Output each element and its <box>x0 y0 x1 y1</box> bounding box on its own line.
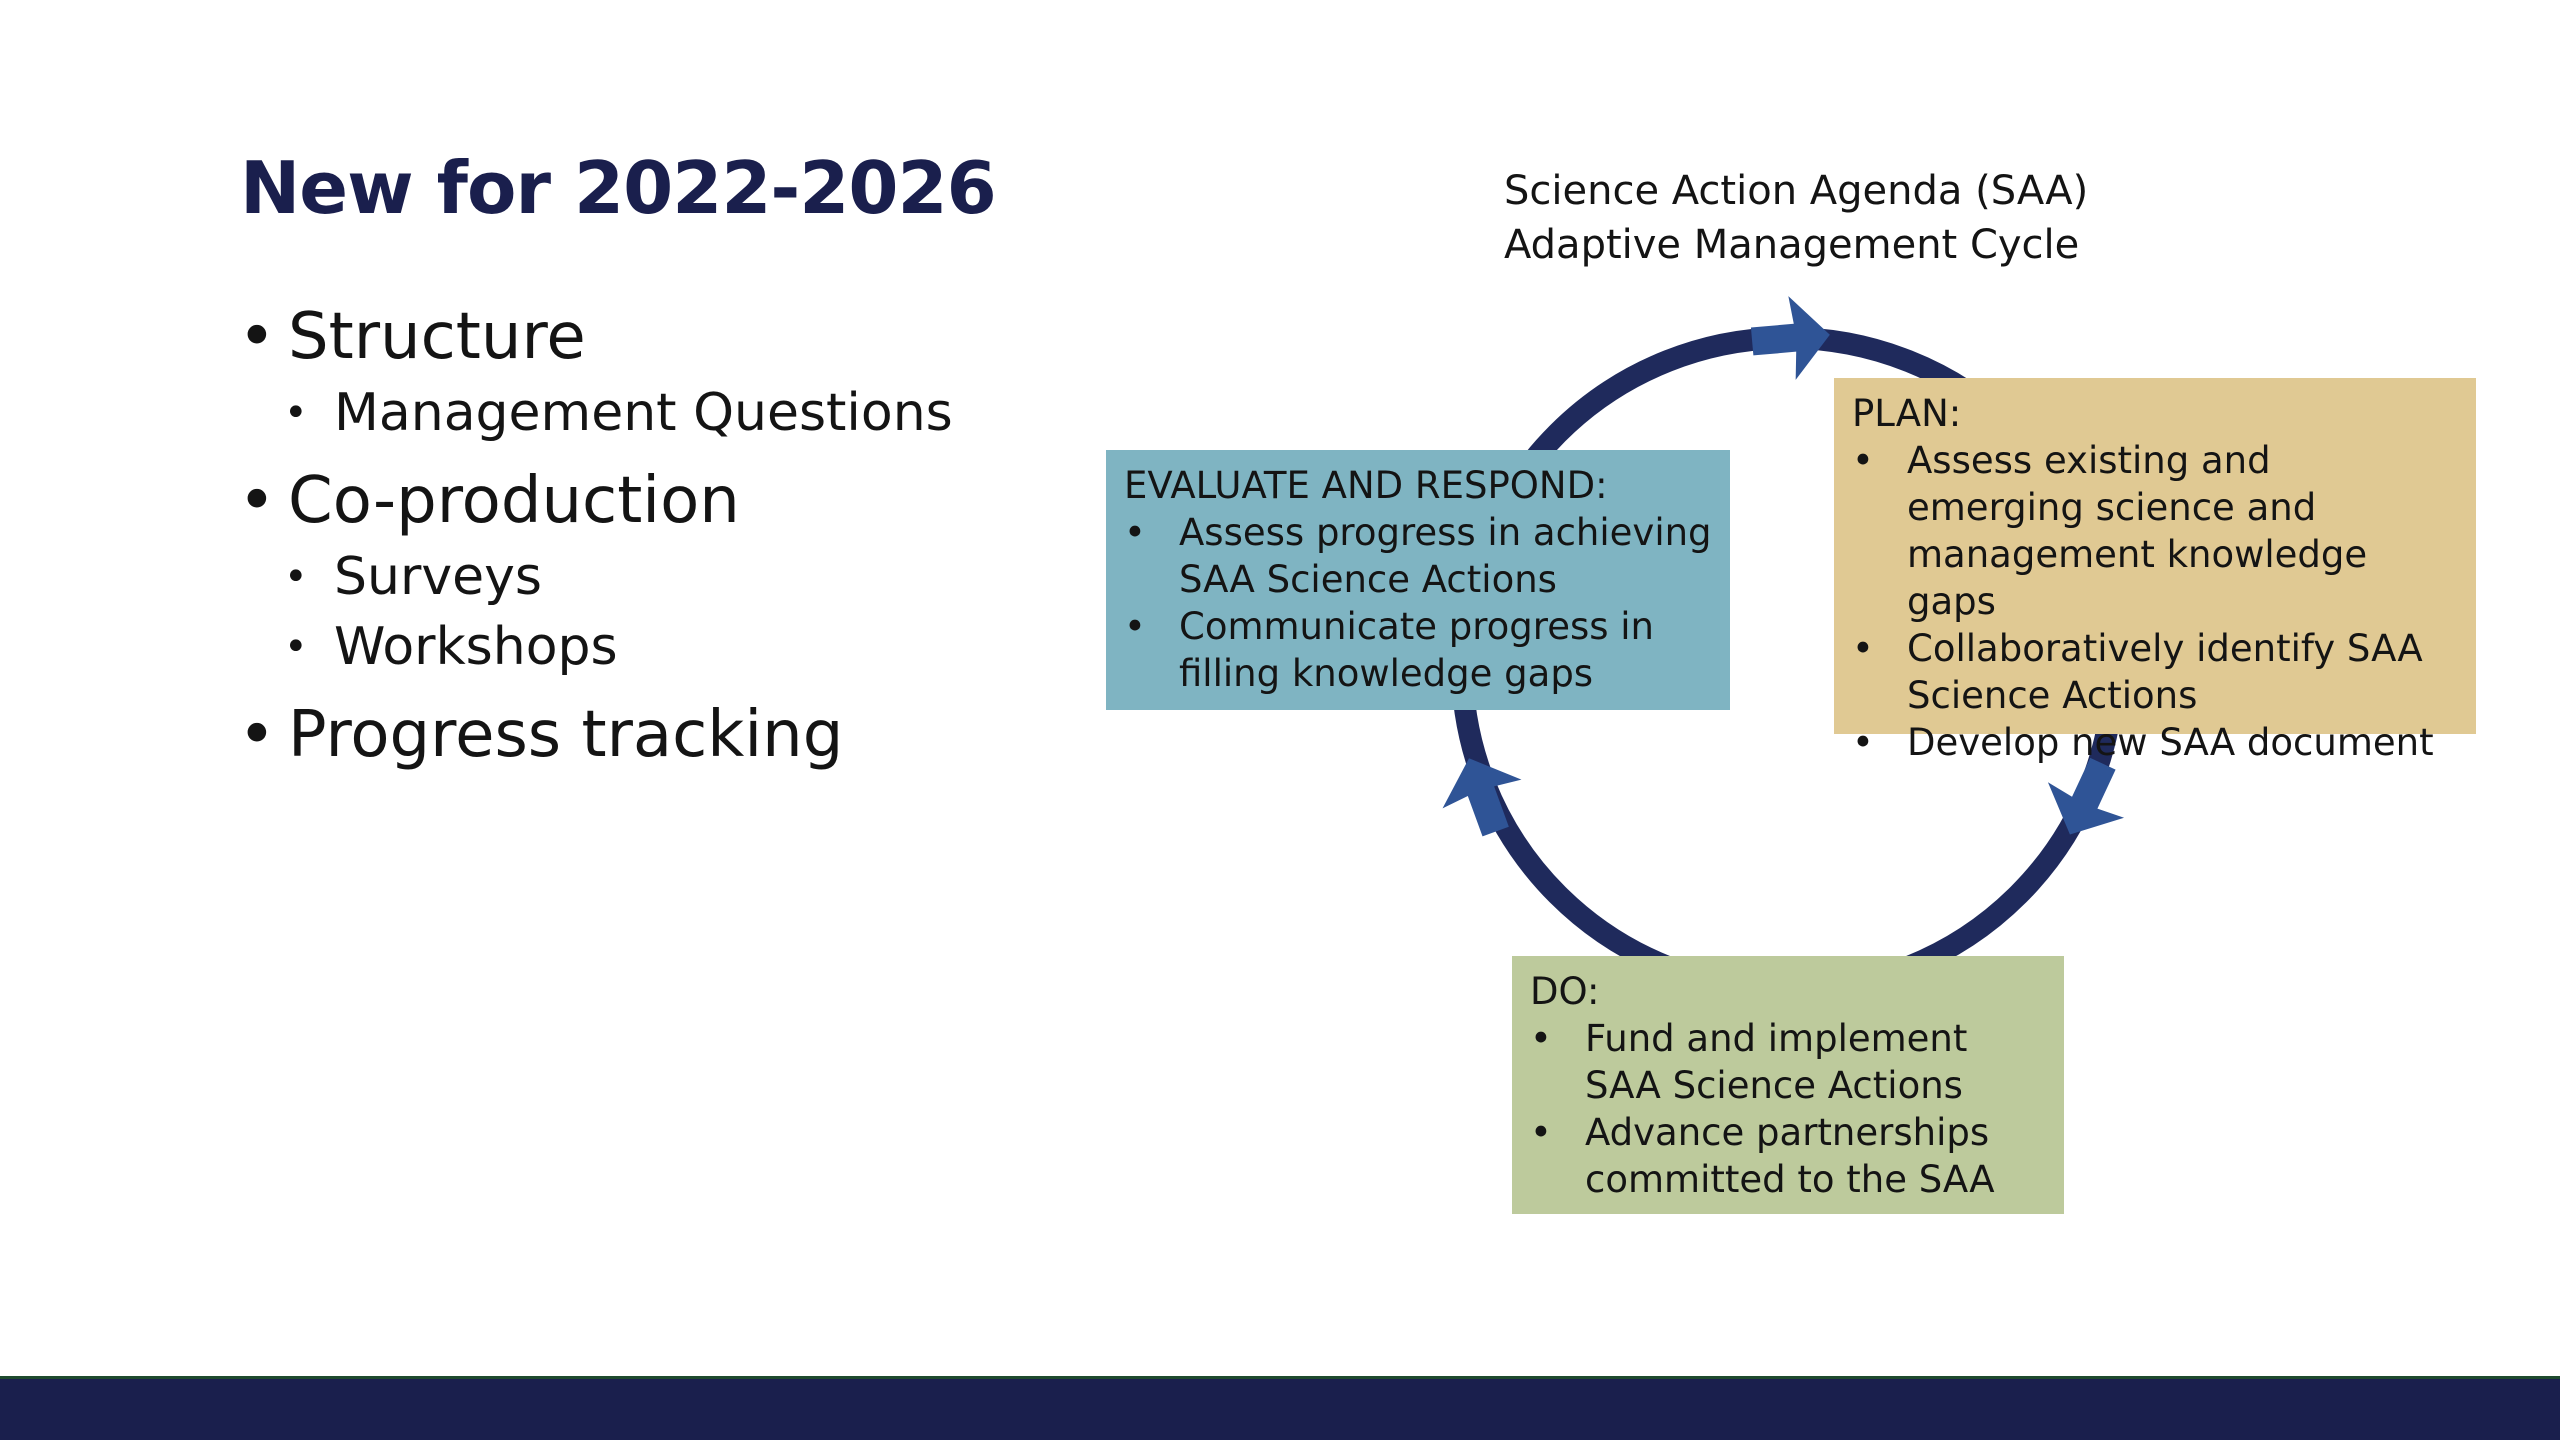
sub-bullet-management-questions: Management Questions <box>238 378 1058 448</box>
footer-bar <box>0 1376 2560 1440</box>
bullet-co-production: Co-production <box>238 460 1058 542</box>
do-heading: DO: <box>1530 970 1600 1013</box>
do-item: Advance partnerships committed to the SA… <box>1530 1109 2046 1203</box>
plan-item: Collaboratively identify SAA Science Act… <box>1852 625 2458 719</box>
evaluate-item: Assess progress in achieving SAA Science… <box>1124 509 1712 603</box>
plan-list: Assess existing and emerging science and… <box>1852 437 2458 766</box>
plan-item: Develop new SAA document <box>1852 719 2458 766</box>
evaluate-item: Communicate progress in filling knowledg… <box>1124 603 1712 697</box>
bullet-structure: Structure <box>238 296 1058 378</box>
evaluate-respond-list: Assess progress in achieving SAA Science… <box>1124 509 1712 697</box>
bullet-progress-tracking: Progress tracking <box>238 694 1058 776</box>
sub-bullet-list-structure: Management Questions <box>238 378 1058 448</box>
cycle-arrow-left-icon <box>1442 758 1522 837</box>
plan-item: Assess existing and emerging science and… <box>1852 437 2458 625</box>
slide-title: New for 2022-2026 <box>240 146 997 230</box>
do-item: Fund and implement SAA Science Actions <box>1530 1015 2046 1109</box>
sub-bullet-workshops: Workshops <box>238 612 1058 682</box>
do-list: Fund and implement SAA Science Actions A… <box>1530 1015 2046 1203</box>
bullet-list: Structure Management Questions Co-produc… <box>238 296 1058 776</box>
cycle-arrow-right-icon <box>2047 757 2125 835</box>
diagram-caption: Science Action Agenda (SAA) Adaptive Man… <box>1504 164 2088 272</box>
cycle-arrow-top-icon <box>1750 296 1830 380</box>
evaluate-respond-box: EVALUATE AND RESPOND: Assess progress in… <box>1106 450 1730 710</box>
plan-heading: PLAN: <box>1852 392 1962 435</box>
diagram-caption-line1: Science Action Agenda (SAA) <box>1504 168 2089 214</box>
sub-bullet-surveys: Surveys <box>238 542 1058 612</box>
sub-bullet-list-co-production: Surveys Workshops <box>238 542 1058 682</box>
evaluate-respond-heading: EVALUATE AND RESPOND: <box>1124 464 1608 507</box>
diagram-caption-line2: Adaptive Management Cycle <box>1504 222 2080 268</box>
do-box: DO: Fund and implement SAA Science Actio… <box>1512 956 2064 1214</box>
plan-box: PLAN: Assess existing and emerging scien… <box>1834 378 2476 766</box>
